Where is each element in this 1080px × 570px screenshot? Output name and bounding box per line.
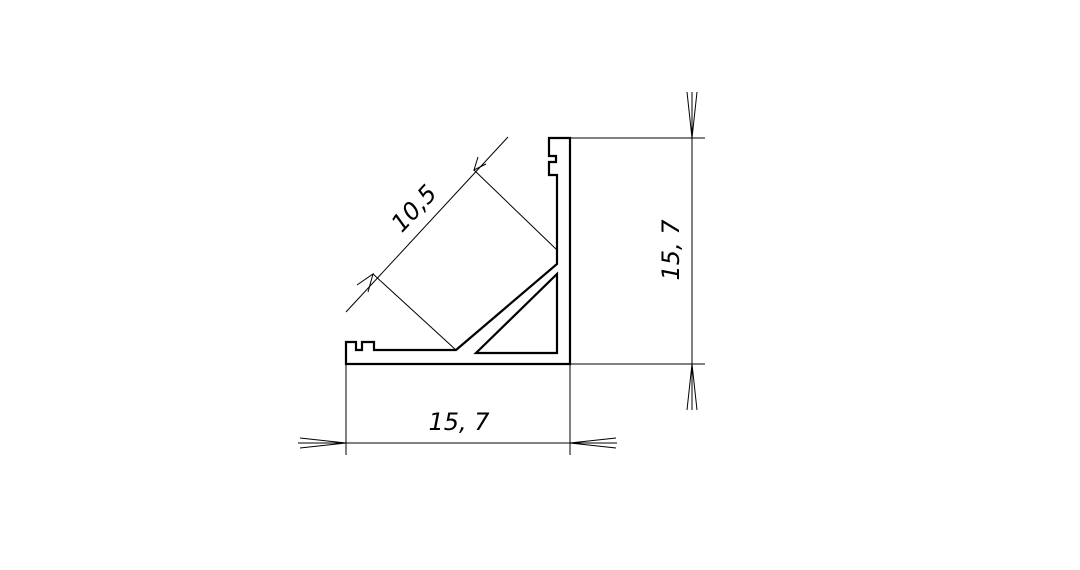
diagonal-label: 10,5 [386,179,443,237]
diagonal-extension-lower [372,273,457,351]
diagonal-arrow-lower [356,272,374,293]
diagonal-arrow-upper [473,156,487,171]
height-arrow-bottom [686,363,698,411]
profile-outer-contour [344,136,572,366]
width-arrow-left [299,437,347,449]
width-arrow-right [569,437,617,449]
height-arrow-top [686,91,698,139]
corner-profile [344,136,572,366]
diagonal-dimension: 10,5 [345,136,558,351]
height-label: 15, 7 [657,219,685,281]
diagonal-extension-upper [473,169,558,251]
profile-inner-triangle [473,271,559,355]
diagonal-dimension-line [345,136,509,313]
width-label: 15, 7 [428,408,490,436]
height-dimension: 15, 7 [570,91,705,411]
width-dimension: 15, 7 [298,364,617,455]
